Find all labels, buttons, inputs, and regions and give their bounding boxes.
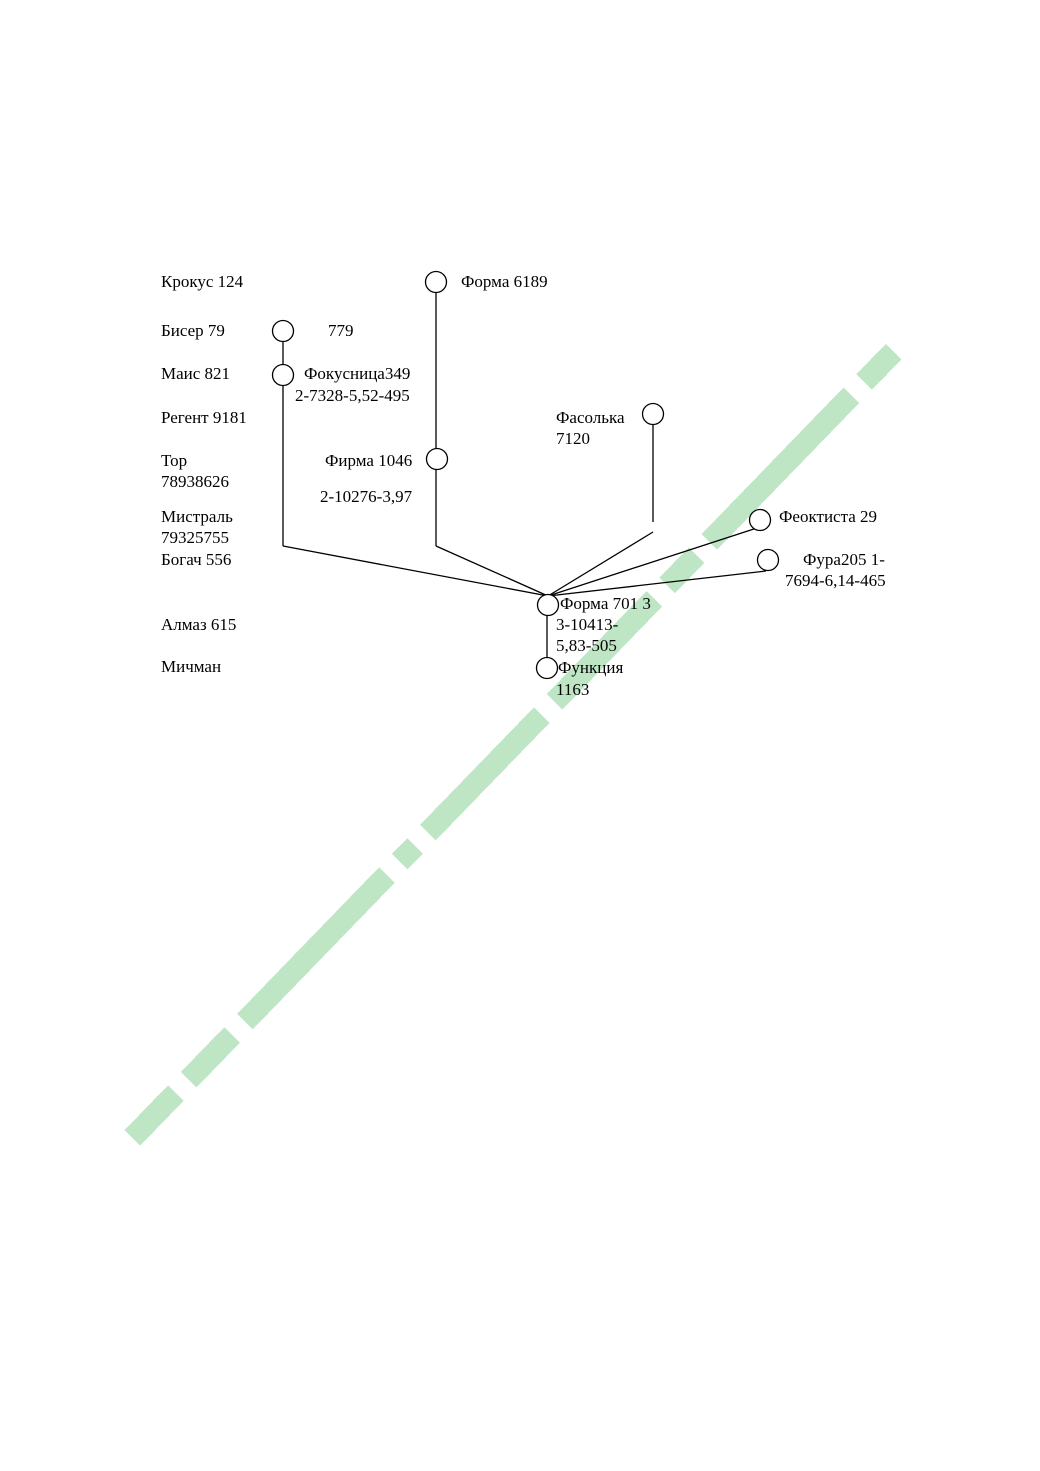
left-label: Маис 821	[161, 364, 231, 383]
node-circle-fura	[756, 548, 780, 572]
node-label-fasolka-value: 7120	[556, 429, 590, 448]
node-circle-fokusnitsa	[271, 363, 295, 387]
left-label: Мистраль	[161, 507, 233, 526]
node-label-bisier-value: 779	[328, 321, 354, 340]
node-label-fasolka: Фасолька	[556, 408, 625, 427]
node-label-firma: Фирма 1046	[325, 451, 413, 470]
node-circle-forma-top	[424, 270, 448, 294]
edge-fura-center	[547, 570, 767, 597]
edge-firma-center	[435, 545, 549, 597]
node-circle-funktsiya	[535, 656, 559, 680]
node-label-forma-top: Форма 6189	[461, 272, 548, 291]
left-label: Алмаз 615	[161, 615, 237, 634]
edge-feoktista-center	[547, 526, 761, 597]
node-circle-firma	[425, 447, 449, 471]
left-label: Регент 9181	[161, 408, 247, 427]
node-label-forma-center-code1: 3-10413-	[556, 615, 619, 634]
node-label-forma-center: Форма 701 3	[560, 594, 651, 613]
left-label: Бисер 79	[161, 321, 225, 340]
node-circle-bisier	[271, 319, 295, 343]
left-label: Крокус 124	[161, 272, 244, 291]
node-circle-fasolka	[641, 402, 665, 426]
node-label-firma-code: 2-10276-3,97	[320, 487, 413, 506]
node-label-fura-code: 7694-6,14-465	[785, 571, 886, 590]
left-label: Мичман	[161, 657, 222, 676]
left-label: 78938626	[161, 472, 229, 491]
node-circle-forma-center	[536, 593, 560, 617]
left-label: Тор	[161, 451, 188, 470]
left-label: Богач 556	[161, 550, 232, 569]
edge-fokusnitsa-center	[282, 545, 549, 597]
watermark-block	[363, 867, 395, 899]
left-label: 79325755	[161, 528, 229, 547]
node-label-funktsiya: Функция	[558, 658, 624, 677]
node-label-fokusnitsa-code: 2-7328-5,52-495	[295, 386, 410, 405]
node-label-feoktista: Феоктиста 29	[779, 507, 878, 526]
watermark-block	[828, 387, 860, 419]
node-label-funktsiya-value: 1163	[556, 680, 590, 699]
watermark-block	[870, 343, 902, 376]
node-label-fura: Фура205 1-	[803, 550, 885, 569]
node-circle-feoktista	[748, 508, 772, 532]
edge-fasolka-center	[547, 531, 654, 597]
node-label-fokusnitsa: Фокусница349	[304, 364, 411, 383]
node-label-forma-center-code2: 5,83-505	[556, 636, 617, 655]
watermark-block	[391, 838, 423, 870]
